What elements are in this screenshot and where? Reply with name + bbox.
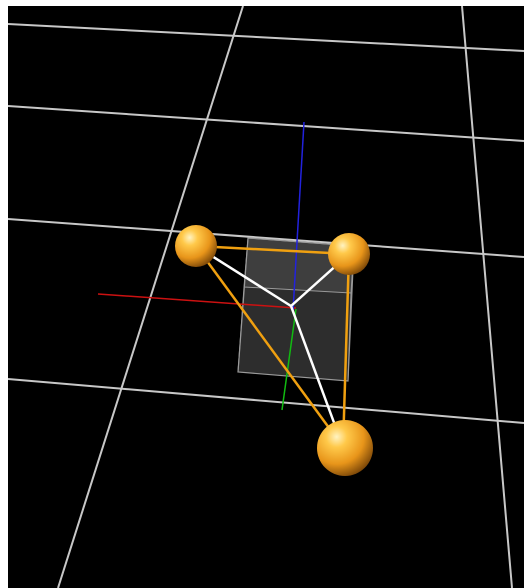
atoms[interactable] (175, 225, 373, 476)
y-axis (281, 308, 297, 411)
grid-line (8, 23, 524, 52)
grid-line (8, 218, 524, 258)
grid-line (461, 6, 513, 588)
grid-line (8, 105, 524, 142)
3d-viewport[interactable] (8, 6, 524, 588)
atom-sphere[interactable] (317, 420, 373, 476)
atom-sphere[interactable] (328, 233, 370, 275)
axes (97, 121, 305, 411)
z-axis (292, 121, 305, 312)
atom-bonds (194, 244, 351, 448)
bond-orange (195, 244, 350, 256)
bond-orange (341, 253, 351, 448)
x-axis (97, 293, 297, 309)
bond-orange (194, 245, 345, 448)
grid-line (8, 378, 524, 424)
scene-canvas[interactable] (8, 6, 524, 588)
atom-sphere[interactable] (175, 225, 217, 267)
